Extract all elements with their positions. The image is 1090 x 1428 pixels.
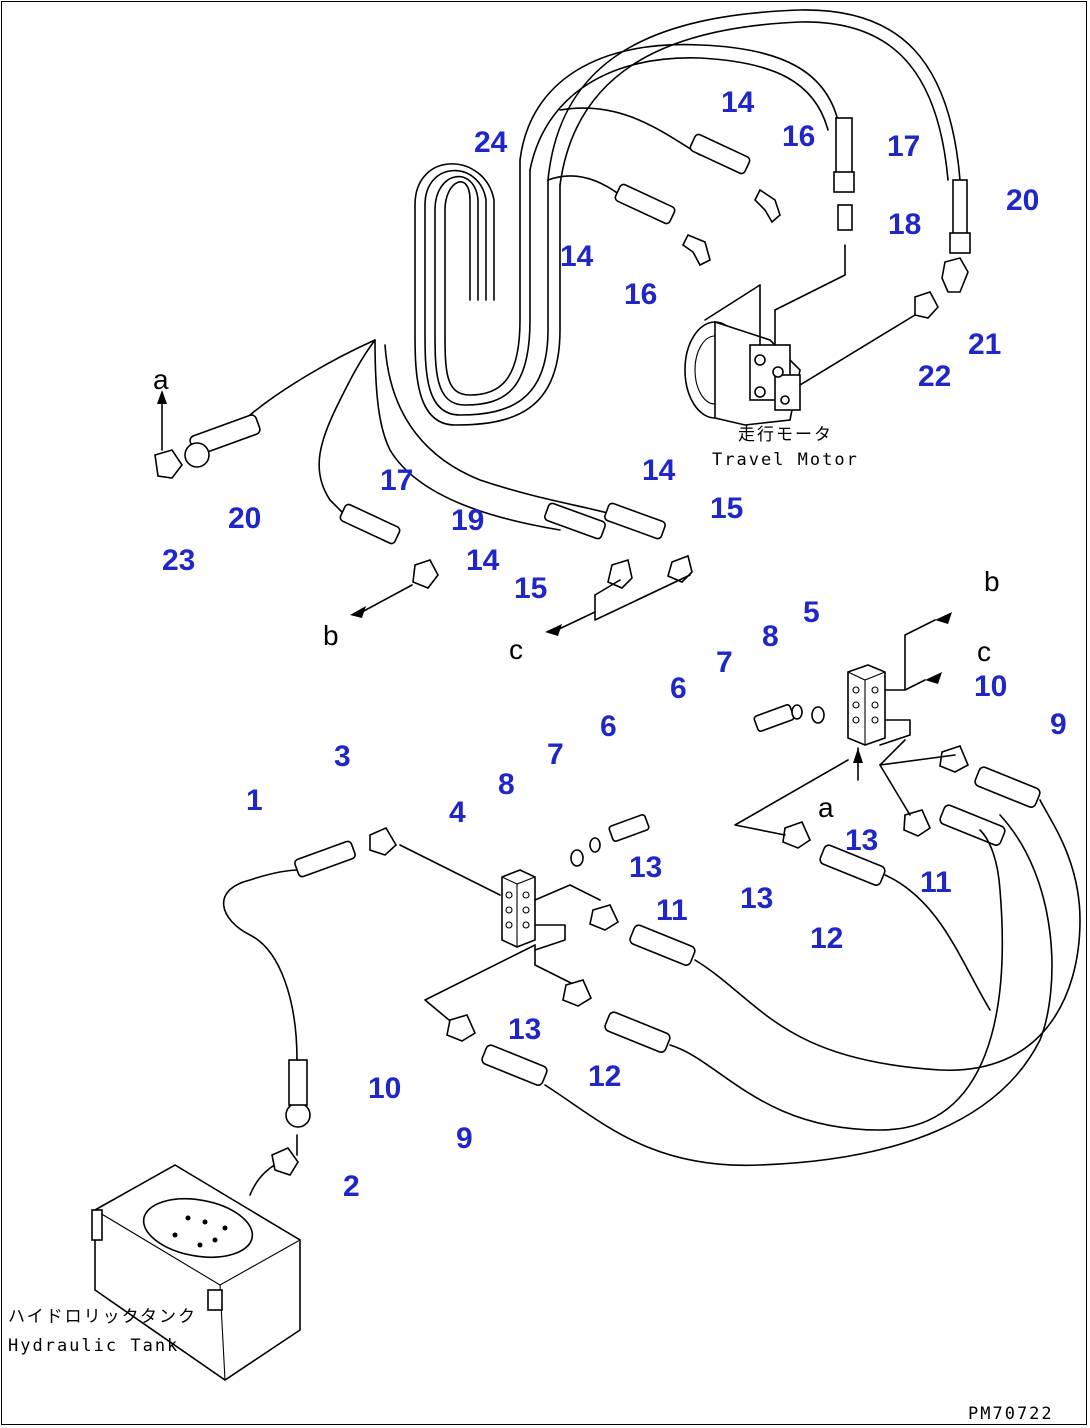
s-loop-2 [434, 169, 531, 406]
callout-14: 14 [721, 86, 755, 119]
callout-6: 6 [600, 710, 617, 743]
upper-hose-bundle [249, 9, 961, 531]
ref-c-right: c [977, 636, 991, 667]
lower-hose-loops [544, 799, 1081, 1167]
callout-10: 10 [368, 1072, 402, 1105]
callout-20: 20 [228, 502, 262, 535]
ref-a-top: a [153, 364, 169, 395]
callout-7: 7 [547, 738, 564, 771]
travel-motor [684, 244, 916, 426]
callout-11: 11 [656, 894, 688, 927]
suction-hose [222, 869, 301, 1061]
ref-b-top: b [984, 566, 1000, 597]
callout-19: 19 [451, 504, 485, 537]
callout-4: 4 [449, 796, 466, 829]
callout-22: 22 [918, 360, 952, 393]
callout-9: 9 [1050, 708, 1067, 741]
callout-24: 24 [474, 126, 508, 159]
callout-13: 13 [508, 1013, 542, 1046]
callout-10: 10 [974, 670, 1008, 703]
callout-5: 5 [803, 596, 820, 629]
callout-14: 14 [560, 240, 594, 273]
callout-14: 14 [466, 544, 500, 577]
hose-to-20-left [249, 339, 376, 416]
hose-9-loop [544, 814, 1053, 1167]
callout-17: 17 [380, 464, 414, 497]
callout-8: 8 [498, 768, 515, 801]
hose-to-17-lower [318, 339, 376, 516]
s-loop-1 [444, 159, 521, 396]
callout-14: 14 [642, 454, 676, 487]
callout-15: 15 [710, 492, 744, 525]
hose-arch-inner-2 [529, 57, 829, 171]
ref-a-mid: a [818, 792, 834, 823]
callout-2: 2 [343, 1170, 360, 1203]
callout-6: 6 [670, 672, 687, 705]
callout-13: 13 [740, 882, 774, 915]
hose-arch-outer-1 [547, 9, 961, 181]
callout-16: 16 [782, 120, 816, 153]
hose-12-loop [669, 829, 1004, 1131]
callout-18: 18 [888, 208, 922, 241]
tank-label-en: Hydraulic Tank [8, 1336, 180, 1356]
callout-8: 8 [762, 620, 779, 653]
s-loop-4 [414, 163, 561, 426]
callout-17: 17 [887, 130, 921, 163]
manifold-block-5 [734, 612, 1041, 886]
callout-12: 12 [588, 1060, 622, 1093]
callout-16: 16 [624, 278, 658, 311]
callout-12: 12 [810, 922, 844, 955]
callout-7: 7 [716, 646, 733, 679]
callout-20: 20 [1006, 184, 1040, 217]
tank-label-jp: ハイドロリックタンク [8, 1307, 197, 1327]
callout-21: 21 [968, 328, 1002, 361]
manifold-block-4 [399, 814, 696, 1086]
callout-11: 11 [920, 866, 952, 899]
hydraulic-tank [91, 826, 398, 1381]
upper-right-fittings [614, 117, 971, 319]
drawing-number: PM70722 [968, 1404, 1054, 1424]
hose-arch-outer-2 [559, 21, 949, 186]
hose-11-loop [694, 799, 1081, 1071]
callout-3: 3 [334, 740, 351, 773]
travel-motor-label-en: Travel Motor [712, 450, 859, 470]
callout-9: 9 [456, 1122, 473, 1155]
callout-23: 23 [162, 544, 196, 577]
callout-15: 15 [514, 572, 548, 605]
callout-13: 13 [629, 851, 663, 884]
middle-fittings [339, 502, 693, 636]
callout-1: 1 [246, 784, 263, 817]
ref-b-left: b [323, 620, 339, 651]
s-loop-3 [424, 169, 549, 416]
hose-to-14-lower [374, 339, 561, 531]
left-upper-fittings [154, 390, 261, 479]
travel-motor-label-jp: 走行モータ [738, 425, 833, 445]
hose-arch-inner-1 [519, 43, 841, 161]
callout-13: 13 [845, 824, 879, 857]
ref-c-left: c [509, 634, 523, 665]
